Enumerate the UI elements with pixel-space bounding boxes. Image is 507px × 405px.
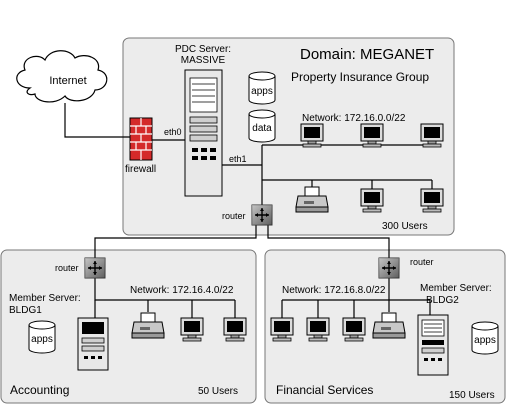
accounting-server-name: BLDG1 [9, 305, 42, 316]
financial-router-label: router [410, 257, 434, 267]
accounting-name: Accounting [10, 383, 69, 397]
firewall-icon [129, 117, 153, 161]
domain-router-icon [251, 204, 273, 226]
domain-users-label: 300 Users [382, 221, 428, 232]
pdc-server-icon [184, 69, 223, 197]
accounting-router-label: router [55, 263, 79, 273]
bldg1-server-icon [77, 317, 109, 371]
accounting-router-icon [84, 257, 106, 279]
bldg2-server-icon [417, 314, 449, 376]
eth1-label: eth1 [229, 154, 247, 164]
accounting-apps-label: apps [31, 334, 53, 345]
domain-title: Domain: MEGANET [300, 46, 434, 63]
accounting-network-label: Network: 172.16.4.0/22 [130, 285, 234, 296]
accounting-server-label: Member Server: [9, 293, 81, 304]
accounting-users-label: 50 Users [198, 386, 238, 397]
domain-router-label: router [222, 211, 246, 221]
financial-network-label: Network: 172.16.8.0/22 [282, 285, 386, 296]
domain-subtitle: Property Insurance Group [291, 70, 429, 84]
domain-apps-label: apps [251, 86, 273, 97]
domain-network-label: Network: 172.16.0.0/22 [302, 113, 406, 124]
firewall-label: firewall [125, 164, 156, 175]
internet-label: Internet [49, 75, 86, 87]
financial-name: Financial Services [276, 383, 373, 397]
accounting-box [0, 249, 257, 404]
eth0-label: eth0 [164, 127, 182, 137]
financial-apps-label: apps [474, 335, 496, 346]
financial-server-name: BLDG2 [426, 295, 459, 306]
connection-lines [64, 103, 433, 318]
pdc-server-label: PDC Server: [175, 44, 231, 55]
financial-server-label: Member Server: [420, 283, 492, 294]
financial-router-icon [378, 257, 400, 279]
financial-users-label: 150 Users [449, 390, 495, 401]
domain-data-label: data [252, 123, 272, 134]
pdc-server-name: MASSIVE [181, 55, 226, 66]
internet-cloud-icon [16, 50, 108, 103]
